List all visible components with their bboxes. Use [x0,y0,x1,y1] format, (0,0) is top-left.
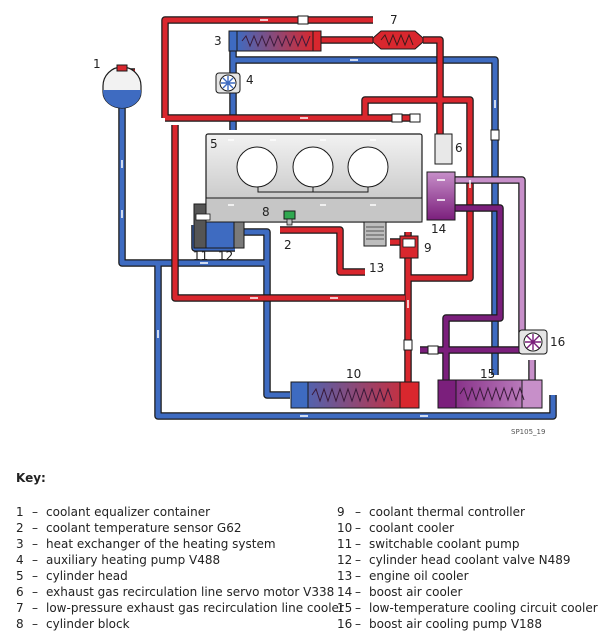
callout-1: 1 [93,57,101,71]
key-item: 15–low-temperature cooling circuit coole… [337,601,598,615]
key-item: 2–coolant temperature sensor G62 [16,521,242,535]
key-item: 11–switchable coolant pump [337,537,520,551]
key-item: 10–coolant cooler [337,521,455,535]
callout-4: 4 [246,73,254,87]
key-column-left: 1–coolant equalizer container 2–coolant … [16,504,344,632]
callout-14: 14 [431,222,446,236]
low-temp-cooler-icon [437,379,543,409]
callout-labels: 1 2 3 4 5 6 7 8 9 10 11 12 13 14 15 16 S… [93,13,565,436]
egr-cooler-icon [372,30,424,50]
callout-12: 12 [218,249,233,263]
callout-3: 3 [214,34,222,48]
callout-15: 15 [480,367,495,381]
heat-exchanger-icon [228,30,322,52]
key-item: 3–heat exchanger of the heating system [16,537,276,551]
servo-motor-icon [434,133,453,165]
oil-cooler-icon [363,221,387,247]
callout-10: 10 [346,367,361,381]
key-item: 1–coolant equalizer container [16,505,211,519]
callout-9: 9 [424,241,432,255]
key-column-right: 9–coolant thermal controller 10–coolant … [337,504,602,632]
valve-icon [297,15,500,355]
key-item: 8–cylinder block [16,617,130,631]
key-item: 5–cylinder head [16,569,128,583]
thermostat-icon [399,235,419,259]
key-item: 16–boost air cooling pump V188 [337,617,542,631]
callout-6: 6 [455,141,463,155]
callout-5: 5 [210,137,218,151]
key-title: Key: [16,471,46,485]
coolant-circuit-diagram: 1 2 3 4 5 6 7 8 9 10 11 12 13 14 15 16 S… [93,13,565,436]
switchable-pump-icon [193,203,245,249]
key-item: 14–boost air cooler [337,585,463,599]
callout-16: 16 [550,335,565,349]
coolant-cooler-icon [290,381,420,409]
key-item: 4–auxiliary heating pump V488 [16,553,221,567]
cylinder-bores [236,146,389,188]
key-item: 12–cylinder head coolant valve N489 [337,553,571,567]
figure-reference: SP105_19 [511,428,545,436]
callout-13: 13 [369,261,384,275]
callout-11: 11 [193,249,208,263]
key-item: 9–coolant thermal controller [337,505,525,519]
hot-pipes [122,16,474,385]
engine-block [205,133,423,223]
key-item: 6–exhaust gas recirculation line servo m… [16,585,335,599]
callout-7: 7 [390,13,398,27]
callout-2: 2 [284,238,292,252]
expansion-tank-icon [102,64,142,109]
sensor-icon [283,210,296,226]
boost-air-cooler-icon [426,171,456,221]
key-item: 13–engine oil cooler [337,569,469,583]
flow-arrows [121,19,496,417]
boost-pump-icon [518,329,548,355]
callout-8: 8 [262,205,270,219]
pump-icon [215,72,241,94]
key-item: 7–low-pressure exhaust gas recirculation… [16,601,344,615]
